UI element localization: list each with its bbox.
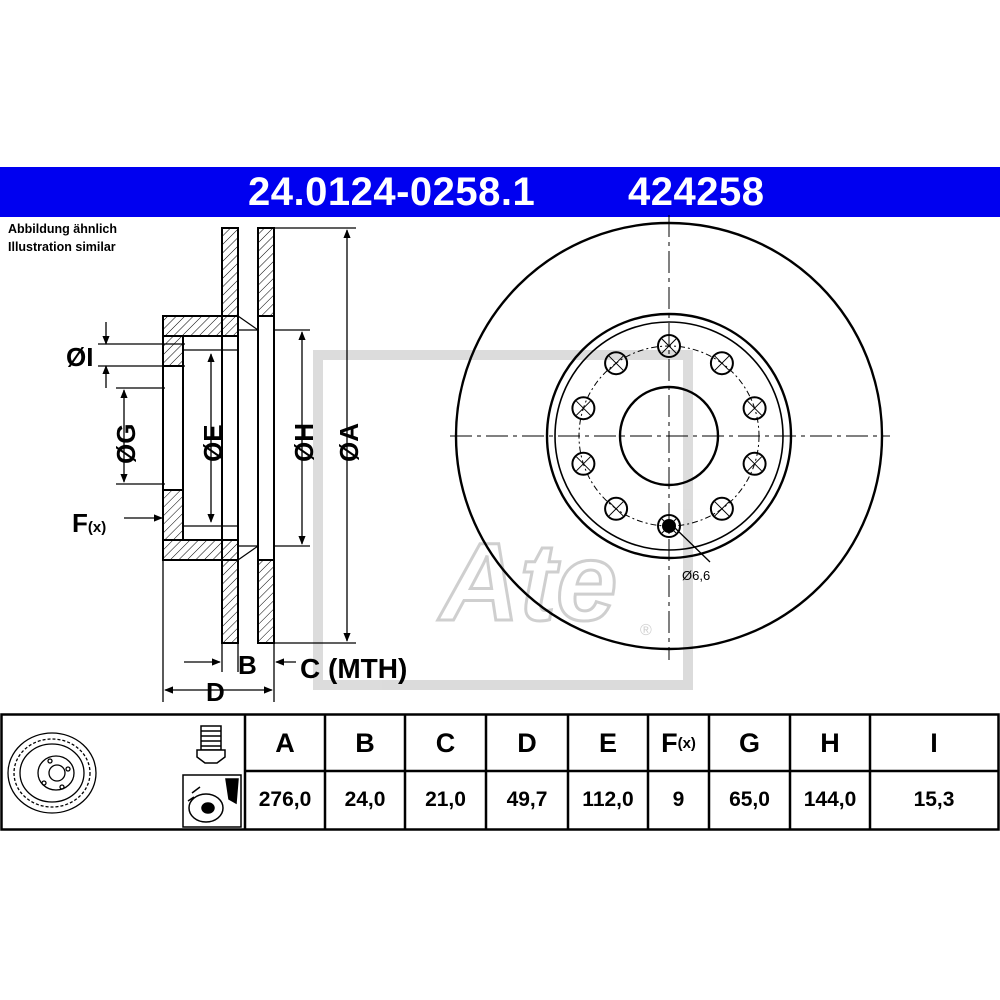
- bolt-icon: [196, 725, 226, 764]
- measuring-icon: [182, 774, 242, 828]
- spec-header-label: F: [661, 727, 678, 758]
- spec-header-b: B: [325, 715, 405, 771]
- dim-i-label: ØI: [66, 342, 93, 372]
- dim-d-label: D: [206, 677, 225, 707]
- bolt-hole: [709, 351, 734, 376]
- spec-header-e: E: [568, 715, 648, 771]
- spec-value-f: 9: [672, 788, 685, 811]
- spec-value-c: 21,0: [425, 788, 466, 811]
- spec-value-e: 112,0: [582, 788, 634, 811]
- dim-c-label: C (MTH): [300, 653, 407, 684]
- dim-a-label: ØA: [334, 423, 364, 462]
- dim-g-label: ØG: [111, 424, 141, 464]
- spec-header-label: E: [598, 727, 617, 758]
- dim-e-label: ØE: [198, 424, 228, 462]
- spec-header-label: I: [930, 727, 938, 758]
- spec-header-label: D: [517, 727, 537, 758]
- hole-dia-label: Ø6,6: [682, 568, 710, 583]
- bolt-hole: [657, 514, 681, 538]
- spec-value-g: 65,0: [729, 788, 770, 811]
- article-number: 24.0124-0258.1: [248, 170, 536, 214]
- dim-f-label: F(x): [72, 508, 106, 538]
- spec-value-i: 15,3: [913, 788, 955, 811]
- reference-number: 424258: [628, 170, 765, 214]
- bolt-hole: [604, 496, 629, 521]
- title-banner: 24.0124-0258.1 424258: [0, 167, 1000, 217]
- bolt-hole: [709, 496, 734, 521]
- spec-header-label: A: [275, 727, 295, 758]
- hole-leader: [674, 527, 711, 563]
- spec-header-label: G: [738, 727, 760, 758]
- marked-hole: [662, 519, 676, 533]
- bolt-hole: [657, 334, 681, 358]
- note-line-1: Abbildung ähnlich: [8, 222, 118, 236]
- spec-header-sub: (x): [677, 734, 696, 752]
- spec-value-a: 276,0: [258, 788, 312, 811]
- section-lines: [183, 315, 259, 561]
- spec-header-f: F(x): [648, 715, 709, 771]
- spec-value-d: 49,7: [506, 788, 548, 811]
- spec-header-g: G: [709, 715, 790, 771]
- spec-header-label: B: [355, 727, 375, 758]
- bolt-hole: [604, 351, 629, 376]
- disc-thumbnail-icon: [7, 732, 97, 814]
- spec-header-h: H: [790, 715, 870, 771]
- spec-table: A 276,0 B 24,0 C 21,0 D 49,7 E 112,0 F(x) 9 G 65,0 H 14…: [0, 713, 1000, 831]
- watermark-logo: Ate: [437, 521, 617, 644]
- spec-grid: [0, 713, 1000, 831]
- bolt-hole: [571, 451, 596, 476]
- disc-front-view: [450, 215, 890, 660]
- bolt-hole: [742, 396, 767, 421]
- disc-cross-section: [162, 227, 275, 644]
- spec-header-label: H: [820, 727, 840, 758]
- watermark: Ate ®: [313, 350, 693, 690]
- spec-value-h: 144,0: [803, 788, 857, 811]
- spec-header-i: I: [870, 715, 998, 771]
- bolt-holes: [571, 334, 767, 538]
- spec-header-label: C: [435, 727, 456, 758]
- spec-header-d: D: [486, 715, 568, 771]
- dim-b-label: B: [238, 650, 257, 680]
- spec-value-b: 24,0: [344, 788, 386, 811]
- dim-h-label: ØH: [289, 423, 319, 462]
- spec-header-c: C: [405, 715, 486, 771]
- registered-mark: ®: [640, 622, 652, 639]
- bolt-hole: [571, 396, 596, 421]
- spec-header-a: A: [245, 715, 325, 771]
- note-line-2: Illustration similar: [8, 240, 116, 254]
- bolt-hole: [742, 451, 767, 476]
